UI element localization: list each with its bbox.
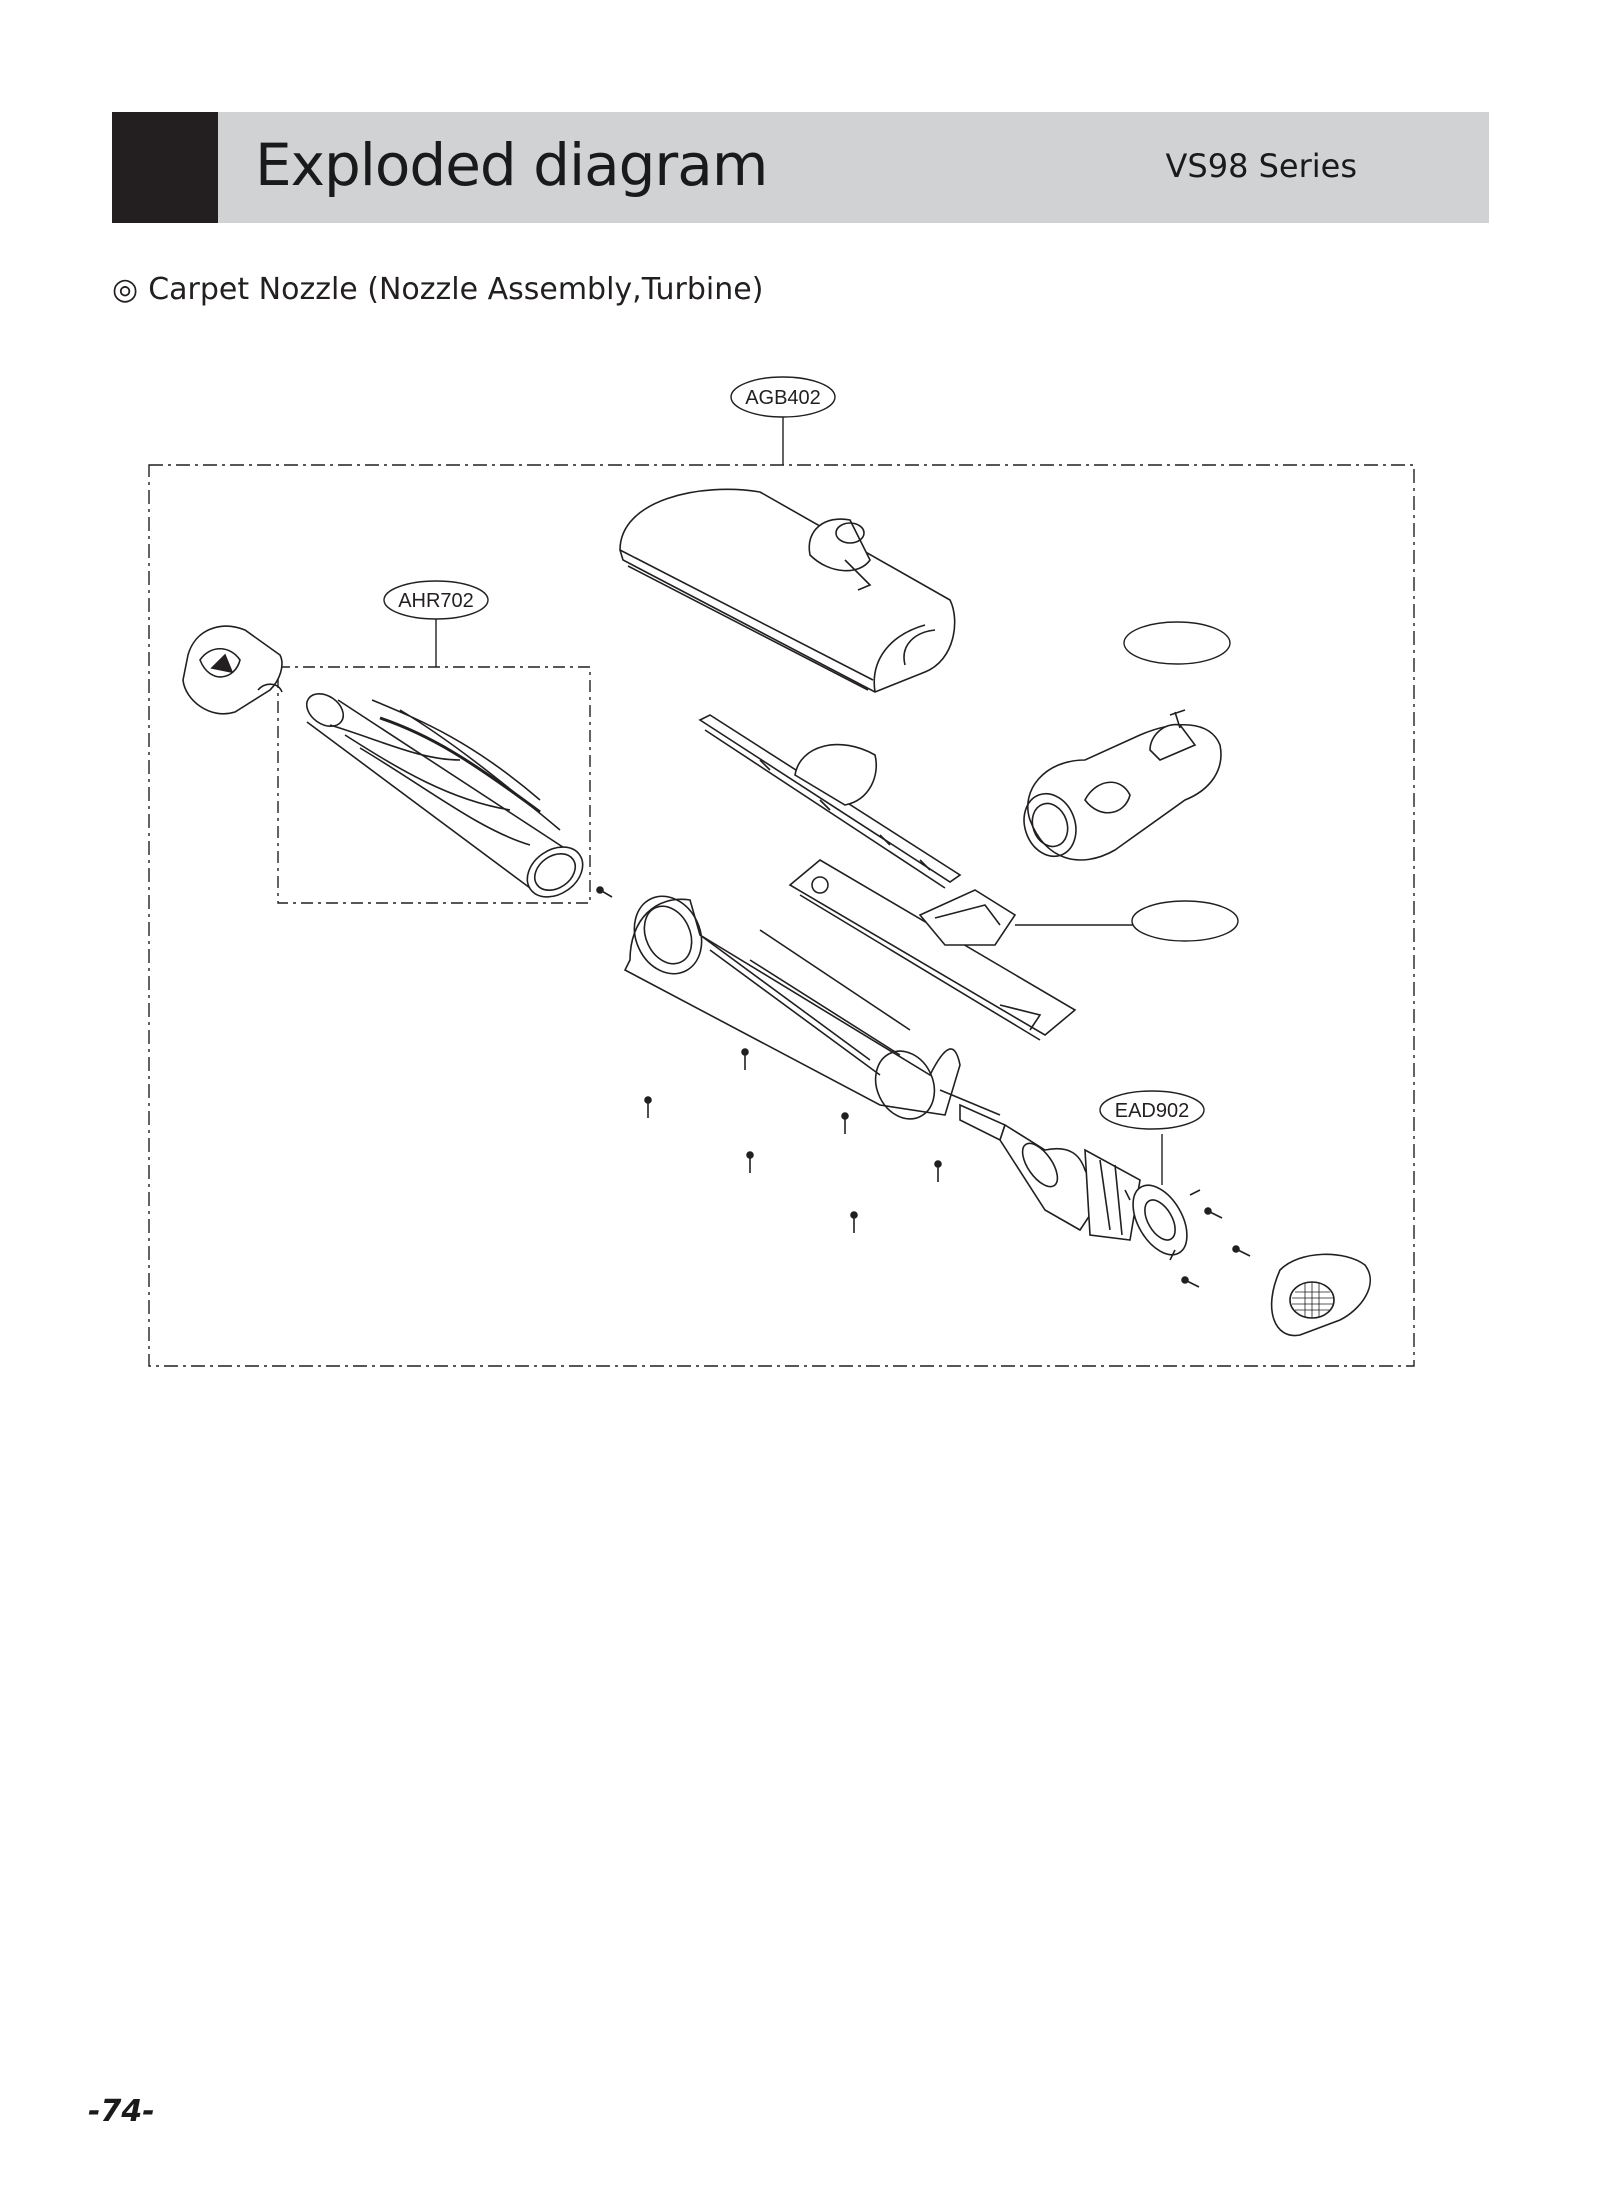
page-title: Exploded diagram — [255, 131, 768, 199]
neck-joint-part — [1023, 709, 1222, 861]
right-end-cap-part — [1270, 1253, 1371, 1337]
base-plate-callout-blank — [1131, 900, 1239, 942]
series-label: VS98 Series — [1165, 147, 1358, 185]
screw-part-2 — [741, 1048, 749, 1070]
main-frame-part — [623, 895, 961, 1120]
screw-part-8 — [1204, 1207, 1223, 1219]
left-end-cap-part — [182, 625, 283, 715]
inner-cover-part — [698, 714, 962, 889]
ead902-label: EAD902 — [1115, 1100, 1190, 1122]
screw-part-3 — [644, 1096, 652, 1118]
section-heading: ◎ Carpet Nozzle (Nozzle Assembly,Turbine) — [112, 270, 763, 310]
ahr702-callout — [383, 580, 489, 620]
screw-part-10 — [1181, 1276, 1200, 1288]
section-title: Carpet Nozzle (Nozzle Assembly,Turbine) — [148, 272, 764, 307]
base-plate-part — [788, 859, 1077, 1041]
header-accent-block — [112, 112, 218, 223]
page-number: -74- — [88, 2094, 155, 2129]
double-circle-bullet-icon: ◎ — [112, 272, 139, 307]
assembly-boundary — [148, 464, 1415, 1367]
screw-part-5 — [746, 1151, 754, 1173]
ahr702-label: AHR702 — [398, 590, 474, 612]
screw-part-6 — [934, 1160, 942, 1182]
screw-part-7 — [850, 1211, 858, 1233]
neck-callout-blank — [1123, 621, 1231, 665]
screw-part-9 — [1232, 1245, 1251, 1257]
agb402-label: AGB402 — [745, 387, 821, 409]
screw-part-4 — [841, 1112, 849, 1134]
screw-part-1 — [596, 886, 613, 898]
brush-roll-part — [305, 692, 584, 898]
turbine-motor-part — [939, 1089, 1201, 1261]
ahr702-boundary — [277, 666, 591, 904]
agb402-callout — [730, 376, 836, 418]
top-cover-part — [619, 488, 956, 693]
page-header: Exploded diagram VS98 Series — [112, 112, 1489, 223]
ead902-callout — [1099, 1090, 1205, 1130]
